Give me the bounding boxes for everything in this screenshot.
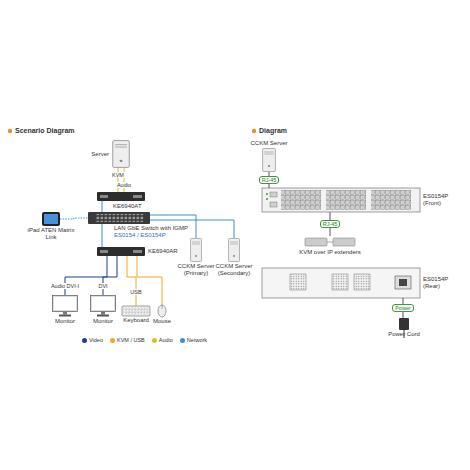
device-node: Server xyxy=(112,140,130,168)
device-label-group: CCKM Server (Secondary) xyxy=(214,263,254,277)
cable-line xyxy=(102,201,103,212)
cable-line xyxy=(60,218,88,219)
cable-label: USB xyxy=(129,289,142,295)
cable-line xyxy=(65,256,107,295)
legend: Video KVM / USB Audio Network xyxy=(82,337,207,343)
device-label-group: CCKM Server (Primary) xyxy=(176,263,216,277)
device-node: CCKM Server (Secondary) xyxy=(228,238,240,262)
device-node: Monitor xyxy=(90,295,116,317)
device-label: Server xyxy=(91,151,109,158)
device-label-group: iPad ATEN Matrix Link xyxy=(26,227,76,241)
device-label: Monitor xyxy=(55,318,75,325)
device-node: CCKM Server (Primary) xyxy=(190,238,202,262)
device-node: CCKM Server xyxy=(262,148,276,172)
device-label-group: Power Cord xyxy=(388,331,420,338)
cable-label: Audio DVI-I xyxy=(50,283,80,289)
legend-item: Audio xyxy=(152,337,173,343)
legend-swatch xyxy=(152,338,157,343)
device-label: iPad ATEN Matrix Link xyxy=(26,227,76,241)
device-node: KE6940AR xyxy=(97,247,145,256)
device-node: ES0154P (Rear) xyxy=(262,268,420,298)
device-label: CCKM Server (Primary) xyxy=(176,263,216,277)
device-node: Mouse xyxy=(158,305,166,317)
cable-label: RJ-45 xyxy=(259,176,280,184)
legend-text: Network xyxy=(187,337,207,343)
device-label: ES0154P (Front) xyxy=(423,193,457,207)
legend-item: KVM / USB xyxy=(110,337,145,343)
device-node: ES0154P (Front) xyxy=(262,188,420,212)
device-label-group: CCKM Server xyxy=(251,140,288,147)
legend-text: Audio xyxy=(159,337,173,343)
device-label: Mouse xyxy=(153,318,171,325)
device-label-group: Keyboard xyxy=(123,317,149,324)
cable-label: RJ-45 xyxy=(320,220,341,228)
legend-swatch xyxy=(180,338,185,343)
device-label-group: Server xyxy=(91,151,109,158)
cable-label: KVM xyxy=(111,172,125,178)
legend-item: Network xyxy=(180,337,207,343)
device-node: Monitor xyxy=(52,295,78,317)
device-label-group: Monitor xyxy=(55,318,75,325)
device-label-group: KE6940AT xyxy=(113,203,142,210)
cable-label: DVI xyxy=(97,283,108,289)
device-label-group: KE6940AR xyxy=(148,248,178,255)
device-label: KE6940AT xyxy=(113,203,142,210)
cable-label: Power xyxy=(392,304,414,312)
device-label-group: Mouse xyxy=(153,318,171,325)
cable-line xyxy=(127,256,136,306)
device-label: CCKM Server xyxy=(251,140,288,147)
device-label: Monitor xyxy=(93,318,113,325)
device-label-group: KVM over IP extenders xyxy=(299,249,361,256)
device-label-group: ES0154P (Front) xyxy=(423,193,457,207)
device-label: LAN GbE Switch with IGMP xyxy=(114,225,188,232)
device-label-group: ES0154P (Rear) xyxy=(423,276,457,290)
device-node: LAN GbE Switch with IGMPES0154 / ES0154P xyxy=(88,212,150,224)
device-label: Keyboard xyxy=(123,317,149,324)
device-label: KE6940AR xyxy=(148,248,178,255)
device-node: Power Cord xyxy=(399,318,409,330)
device-node: Keyboard xyxy=(122,306,150,316)
device-label: ES0154 / ES0154P xyxy=(114,232,188,239)
legend-item: Video xyxy=(82,337,103,343)
legend-text: Video xyxy=(89,337,103,343)
legend-text: KVM / USB xyxy=(117,337,145,343)
cable-line xyxy=(137,256,162,305)
device-node: iPad ATEN Matrix Link xyxy=(42,212,60,226)
device-node: KVM over IP extenders xyxy=(305,236,355,248)
legend-swatch xyxy=(110,338,115,343)
section-heading: Scenario Diagram xyxy=(15,127,75,134)
device-label-group: Monitor xyxy=(93,318,113,325)
device-label-group: LAN GbE Switch with IGMPES0154 / ES0154P xyxy=(114,225,188,239)
cable-line xyxy=(102,224,103,247)
device-label: KVM over IP extenders xyxy=(299,249,361,256)
cable-label: Audio xyxy=(116,182,132,188)
device-label: CCKM Server (Secondary) xyxy=(214,263,254,277)
cable-line xyxy=(103,256,117,295)
device-label: ES0154P (Rear) xyxy=(423,276,457,290)
section-heading: Diagram xyxy=(259,127,287,134)
device-label: Power Cord xyxy=(388,331,420,338)
device-node: KE6940AT xyxy=(97,192,145,201)
legend-swatch xyxy=(82,338,87,343)
